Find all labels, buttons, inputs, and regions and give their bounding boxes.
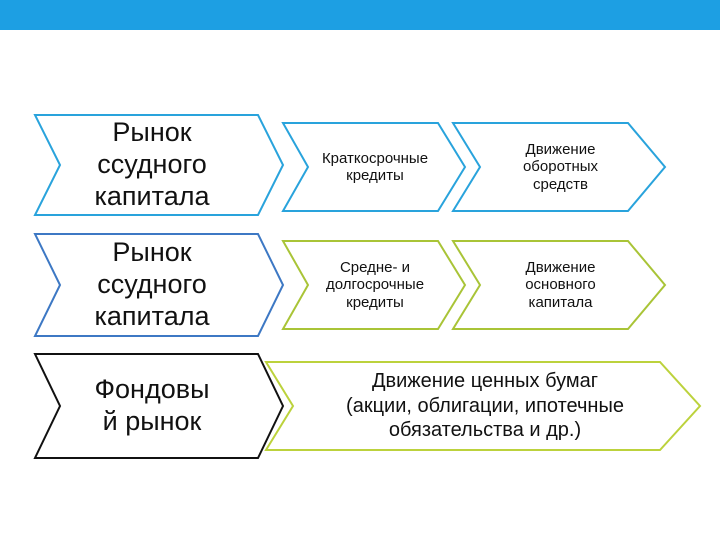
row3-wide-chevron	[264, 361, 702, 451]
row2-left-label: Рынок ссудного капитала	[94, 237, 210, 331]
row2-right-chevron	[451, 240, 667, 330]
row2-left-chevron	[33, 233, 285, 337]
row3-left-chevron	[33, 353, 285, 459]
row1-right-chevron	[451, 122, 667, 212]
row1-left-label: Рынок ссудного капитала	[94, 117, 210, 211]
row2-right-label: Движение основного капитала	[525, 259, 596, 311]
row1-middle-label: Краткосрочные кредиты	[321, 149, 429, 184]
row3-wide-label: Движение ценных бумаг (акции, облигации,…	[346, 370, 624, 442]
row1-left-chevron	[33, 114, 285, 216]
row2-middle-label: Средне- и долгосрочные кредиты	[325, 259, 425, 311]
row2-middle-chevron	[281, 240, 467, 330]
row3-left-label: Фондовы й рынок	[94, 374, 210, 436]
row1-middle-chevron	[281, 122, 467, 212]
row1-right-label: Движение оборотных средств	[522, 141, 599, 193]
header-bar	[0, 0, 720, 30]
